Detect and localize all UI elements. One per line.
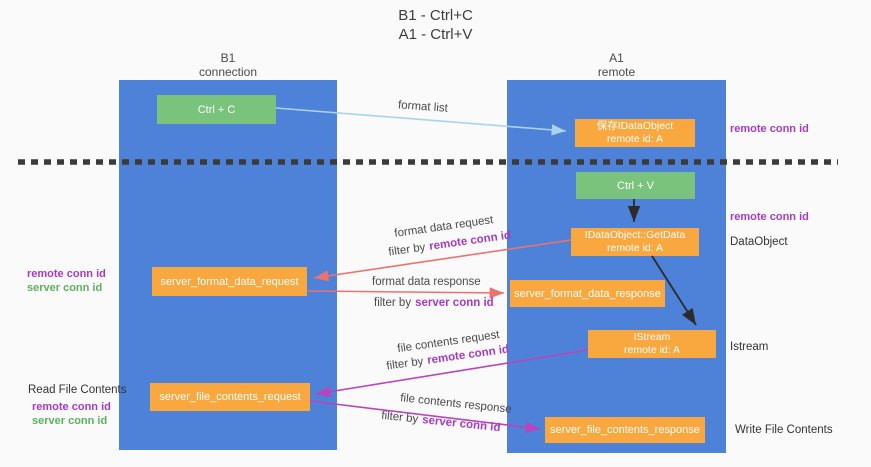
- node-server-file-contents-response: server_file_contents_response: [545, 417, 705, 443]
- save-idataobject-line2: remote id: A: [606, 133, 664, 145]
- istream-line2: remote id: A: [623, 344, 681, 356]
- node-istream: IStream remote id: A: [588, 330, 716, 358]
- label-remote-conn-id-top-right: remote conn id: [730, 123, 809, 135]
- label-dataobject: DataObject: [730, 236, 788, 248]
- label-remote-conn-id-mid-right: remote conn id: [730, 211, 809, 223]
- server-conn-id-text: server conn id: [421, 414, 502, 435]
- node-server-file-contents-request: server_file_contents_request: [150, 383, 310, 411]
- title-line-1: B1 - Ctrl+C: [398, 7, 473, 24]
- lane-header-b1: B1 connection: [119, 51, 337, 79]
- label-server-conn-id-left-1: server conn id: [27, 282, 103, 294]
- filter-by-text: filter by: [374, 297, 412, 309]
- edge-label-format-data-response: format data response: [372, 276, 481, 288]
- edge-label-file-contents-response: file contents response: [399, 392, 513, 416]
- label-istream: Istream: [730, 341, 769, 353]
- label-server-conn-id-left-2: server conn id: [32, 415, 108, 427]
- save-idataobject-line1: 保存IDataObject: [596, 120, 674, 132]
- server-conn-id-text: server conn id: [415, 297, 494, 309]
- title-line-2: A1 - Ctrl+V: [398, 26, 473, 43]
- node-server-format-data-request: server_format_data_request: [152, 267, 307, 296]
- node-ctrl-v: Ctrl + V: [576, 172, 695, 199]
- label-write-file-contents: Write File Contents: [735, 424, 833, 436]
- filter-by-text: filter by: [387, 241, 427, 259]
- istream-line1: IStream: [633, 331, 671, 343]
- getdata-line1: IDataObject::GetData: [584, 229, 686, 241]
- label-read-file-contents: Read File Contents: [28, 384, 127, 396]
- node-save-idataobject: 保存IDataObject remote id: A: [575, 119, 695, 147]
- label-remote-conn-id-left-1: remote conn id: [27, 268, 106, 280]
- lane-b1-subtitle: connection: [198, 65, 258, 79]
- lane-a1-subtitle: remote: [597, 65, 636, 79]
- getdata-line2: remote id: A: [606, 242, 664, 254]
- lane-b1-title: B1: [220, 51, 236, 65]
- filter-by-text: filter by: [380, 409, 419, 426]
- arrow-format-data-response: [307, 287, 505, 299]
- node-idataobject-getdata: IDataObject::GetData remote id: A: [571, 228, 699, 256]
- node-ctrl-c: Ctrl + C: [157, 95, 276, 124]
- lane-header-a1: A1 remote: [507, 51, 726, 79]
- edge-label-format-list: format list: [397, 99, 449, 115]
- node-server-format-data-response: server_format_data_response: [510, 280, 665, 307]
- diagram-title: B1 - Ctrl+C A1 - Ctrl+V: [0, 6, 871, 44]
- lane-a1-title: A1: [609, 51, 624, 65]
- filter-by-text: filter by: [385, 355, 425, 373]
- label-remote-conn-id-left-2: remote conn id: [32, 401, 111, 413]
